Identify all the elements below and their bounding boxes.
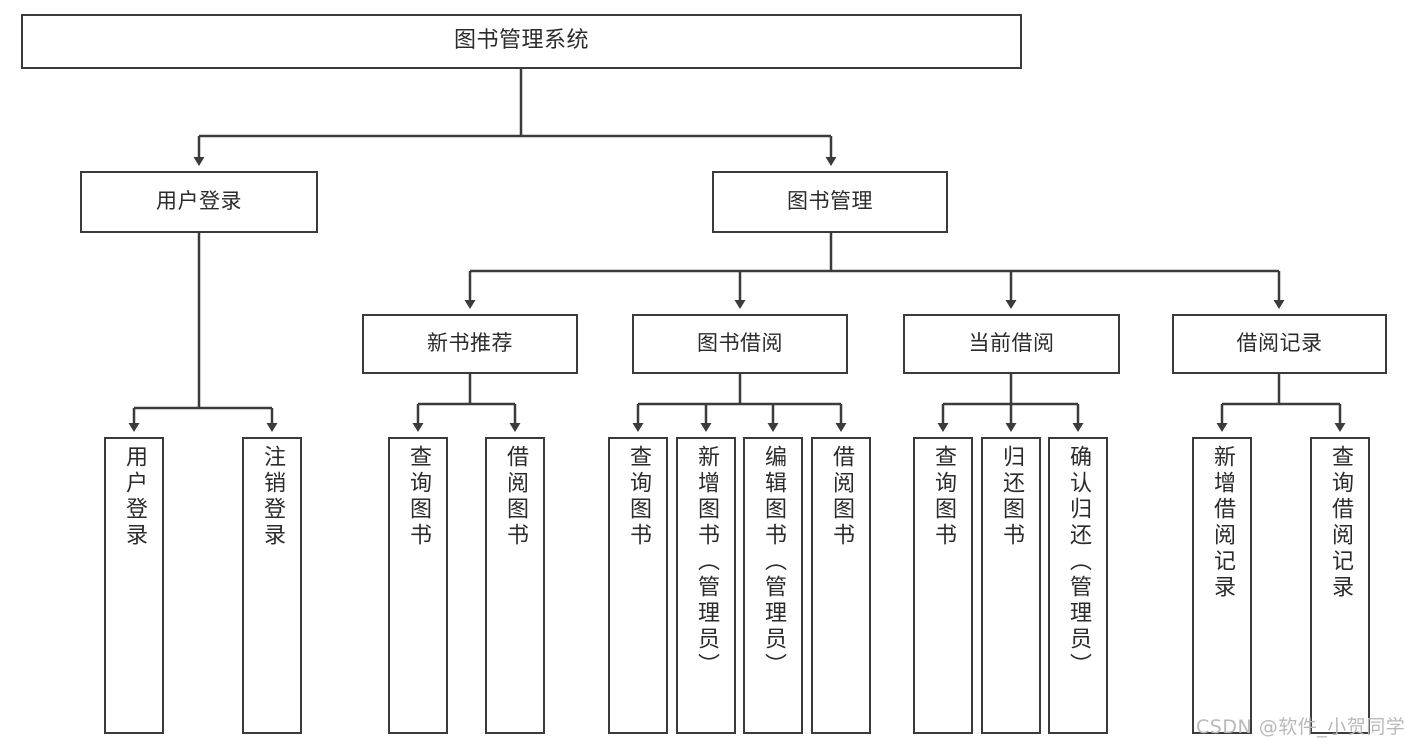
leaf-label: 查询图书 — [406, 445, 431, 549]
leaf-edit-book-admin[interactable]: 编辑图书（管理员） — [743, 437, 803, 734]
leaf-label: 注销登录 — [260, 445, 285, 549]
node-book-borrowing-label: 图书借阅 — [697, 331, 783, 356]
node-new-book-recommendation-label: 新书推荐 — [427, 331, 513, 356]
node-root-label: 图书管理系统 — [453, 28, 589, 54]
leaf-query-borrow-record[interactable]: 查询借阅记录 — [1310, 437, 1370, 734]
leaf-logout[interactable]: 注销登录 — [242, 437, 302, 734]
leaf-label: 确认归还（管理员） — [1066, 445, 1091, 679]
leaf-borrow-books[interactable]: 借阅图书 — [811, 437, 871, 734]
node-borrow-records-label: 借阅记录 — [1236, 331, 1323, 356]
csdn-watermark: CSDN @软件_小贺同学 — [1196, 716, 1405, 738]
leaf-label: 归还图书 — [999, 445, 1024, 549]
leaf-query-books-borrow[interactable]: 查询图书 — [608, 437, 668, 734]
leaf-add-borrow-record[interactable]: 新增借阅记录 — [1192, 437, 1252, 734]
leaf-return-books[interactable]: 归还图书 — [981, 437, 1041, 734]
node-book-management-label: 图书管理 — [787, 189, 873, 214]
leaf-label: 编辑图书（管理员） — [761, 445, 786, 679]
leaf-query-books-newbook[interactable]: 查询图书 — [388, 437, 448, 734]
leaf-borrow-books-newbook[interactable]: 借阅图书 — [485, 437, 545, 734]
leaf-label: 借阅图书 — [503, 445, 528, 549]
leaf-label: 新增借阅记录 — [1210, 445, 1235, 601]
leaf-user-login[interactable]: 用户登录 — [104, 437, 164, 734]
leaf-label: 查询图书 — [626, 445, 651, 549]
leaf-confirm-return-admin[interactable]: 确认归还（管理员） — [1048, 437, 1108, 734]
node-borrow-records[interactable]: 借阅记录 — [1172, 314, 1387, 374]
node-current-borrowing[interactable]: 当前借阅 — [903, 314, 1120, 374]
leaf-label: 查询借阅记录 — [1328, 445, 1353, 601]
leaf-label: 查询图书 — [931, 445, 956, 549]
node-root-book-management-system[interactable]: 图书管理系统 — [21, 14, 1022, 69]
leaf-label: 新增图书（管理员） — [694, 445, 719, 679]
leaf-query-books-current[interactable]: 查询图书 — [913, 437, 973, 734]
node-current-borrowing-label: 当前借阅 — [968, 331, 1055, 356]
node-book-borrowing[interactable]: 图书借阅 — [632, 314, 848, 374]
node-book-management[interactable]: 图书管理 — [712, 171, 948, 233]
leaf-label: 借阅图书 — [829, 445, 854, 549]
node-user-login[interactable]: 用户登录 — [80, 171, 318, 233]
leaf-add-book-admin[interactable]: 新增图书（管理员） — [676, 437, 736, 734]
leaf-label: 用户登录 — [122, 445, 147, 549]
node-new-book-recommendation[interactable]: 新书推荐 — [362, 314, 578, 374]
node-user-login-label: 用户登录 — [156, 189, 242, 214]
